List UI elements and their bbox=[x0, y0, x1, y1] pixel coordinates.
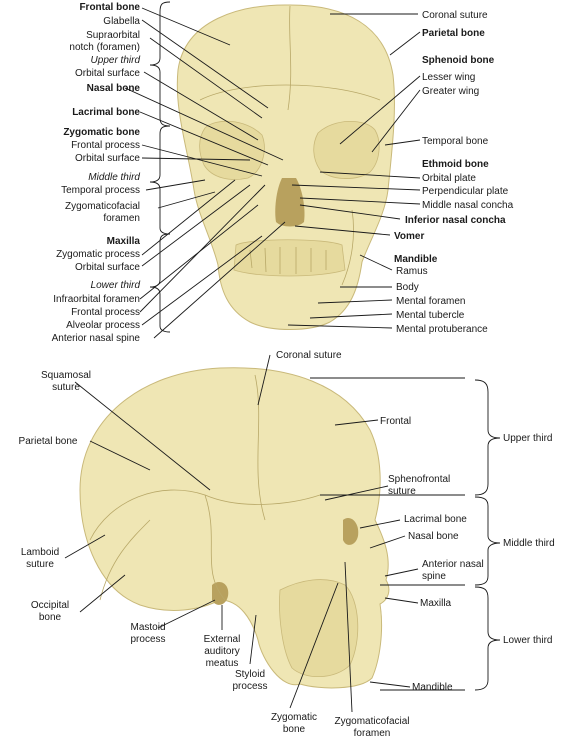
label-upper-third: Upper third bbox=[91, 55, 141, 66]
label-middle-third: Middle third bbox=[88, 172, 140, 183]
front-leader-lines bbox=[124, 1, 421, 339]
label-lacrimal-bone: Lacrimal bone bbox=[72, 107, 140, 118]
label-occipital: Occipital bbox=[31, 600, 69, 611]
label-lower-third: Lower third bbox=[91, 280, 141, 291]
label-vomer: Vomer bbox=[394, 231, 424, 242]
label-orbital-surface-frontal: Orbital surface bbox=[75, 68, 140, 79]
label-sphenoid-bone: Sphenoid bone bbox=[422, 55, 495, 66]
label-parietal-bone-front: Parietal bone bbox=[422, 28, 485, 39]
label-body: Body bbox=[396, 282, 419, 293]
label-mandible-side: Mandible bbox=[412, 682, 453, 693]
label-external: External bbox=[204, 634, 241, 645]
label-parietal-bone-side: Parietal bone bbox=[19, 436, 78, 447]
label-coronal-suture-front: Coronal suture bbox=[422, 10, 488, 21]
label-mental-tubercle: Mental tubercle bbox=[396, 310, 465, 321]
label-zygomatic-process: Zygomatic process bbox=[56, 249, 140, 260]
label-lamboid-suture: suture bbox=[26, 559, 54, 570]
label-maxilla-front: Maxilla bbox=[107, 236, 141, 247]
label-frontal-bone: Frontal bone bbox=[79, 2, 140, 13]
label-zygomaticofacial: Zygomaticofacial bbox=[65, 201, 140, 212]
label-orbital-surface-maxilla: Orbital surface bbox=[75, 262, 140, 273]
label-coronal-suture-side: Coronal suture bbox=[276, 350, 342, 361]
label-sphenofrontal-suture: suture bbox=[388, 486, 416, 497]
label-mental-protuberance: Mental protuberance bbox=[396, 324, 488, 335]
label-maxilla-side: Maxilla bbox=[420, 598, 452, 609]
label-styloid-process: process bbox=[232, 681, 267, 692]
label-occipital-bone: bone bbox=[39, 612, 62, 623]
label-lacrimal-bone-side: Lacrimal bone bbox=[404, 514, 467, 525]
label-glabella: Glabella bbox=[103, 16, 140, 27]
label-upper-third-side: Upper third bbox=[503, 433, 552, 444]
label-foramen-front: foramen bbox=[103, 213, 140, 224]
label-zygomatic: Zygomatic bbox=[271, 712, 317, 723]
label-frontal-side: Frontal bbox=[380, 416, 411, 427]
label-supraorbital: Supraorbital bbox=[86, 30, 140, 41]
label-meatus: meatus bbox=[206, 658, 239, 669]
label-zygomatic-bone: Zygomatic bone bbox=[63, 127, 140, 138]
label-lamboid: Lamboid bbox=[21, 547, 59, 558]
label-anterior-nasal-spine-side: spine bbox=[422, 571, 446, 582]
label-nasal-bone: Nasal bone bbox=[87, 83, 141, 94]
label-greater-wing: Greater wing bbox=[422, 86, 479, 97]
label-middle-nasal-concha: Middle nasal concha bbox=[422, 200, 514, 211]
label-anterior-nasal-spine-front: Anterior nasal spine bbox=[52, 333, 141, 344]
label-mastoid-process: process bbox=[130, 634, 165, 645]
label-frontal-process-zygomatic: Frontal process bbox=[71, 140, 140, 151]
front-labels-left: Frontal bone Glabella Supraorbital notch… bbox=[52, 2, 141, 344]
label-mandible-front: Mandible bbox=[394, 254, 438, 265]
label-ramus: Ramus bbox=[396, 266, 428, 277]
label-anterior-nasal: Anterior nasal bbox=[422, 559, 484, 570]
label-zygomatic-bone-side: bone bbox=[283, 724, 306, 735]
label-orbital-surface-zygomatic: Orbital surface bbox=[75, 153, 140, 164]
label-orbital-plate: Orbital plate bbox=[422, 173, 476, 184]
label-notch-foramen: notch (foramen) bbox=[69, 42, 140, 53]
label-ethmoid-bone: Ethmoid bone bbox=[422, 159, 489, 170]
label-lesser-wing: Lesser wing bbox=[422, 72, 475, 83]
label-alveolar-process: Alveolar process bbox=[66, 320, 140, 331]
label-foramen-side: foramen bbox=[354, 728, 391, 739]
label-lower-third-side: Lower third bbox=[503, 635, 552, 646]
label-nasal-bone-side: Nasal bone bbox=[408, 531, 459, 542]
front-labels-right: Coronal suture Parietal bone Sphenoid bo… bbox=[394, 10, 514, 335]
side-labels: Coronal suture Squamosal suture Parietal… bbox=[19, 350, 555, 739]
side-leader-lines bbox=[64, 354, 501, 713]
label-zygomaticofacial-side: Zygomaticofacial bbox=[334, 716, 409, 727]
label-mastoid: Mastoid bbox=[130, 622, 165, 633]
label-infraorbital-foramen: Infraorbital foramen bbox=[53, 294, 140, 305]
label-perpendicular-plate: Perpendicular plate bbox=[422, 186, 509, 197]
label-inferior-nasal-concha: Inferior nasal concha bbox=[405, 215, 506, 226]
label-auditory: auditory bbox=[204, 646, 240, 657]
label-temporal-bone: Temporal bone bbox=[422, 136, 489, 147]
label-sphenofrontal: Sphenofrontal bbox=[388, 474, 450, 485]
frontal-skull-illustration bbox=[176, 4, 395, 330]
label-squamosal: Squamosal bbox=[41, 370, 91, 381]
label-squamosal-suture: suture bbox=[52, 382, 80, 393]
label-styloid: Styloid bbox=[235, 669, 265, 680]
label-frontal-process-maxilla: Frontal process bbox=[71, 307, 140, 318]
label-middle-third-side: Middle third bbox=[503, 538, 555, 549]
label-mental-foramen: Mental foramen bbox=[396, 296, 465, 307]
label-temporal-process: Temporal process bbox=[61, 185, 140, 196]
